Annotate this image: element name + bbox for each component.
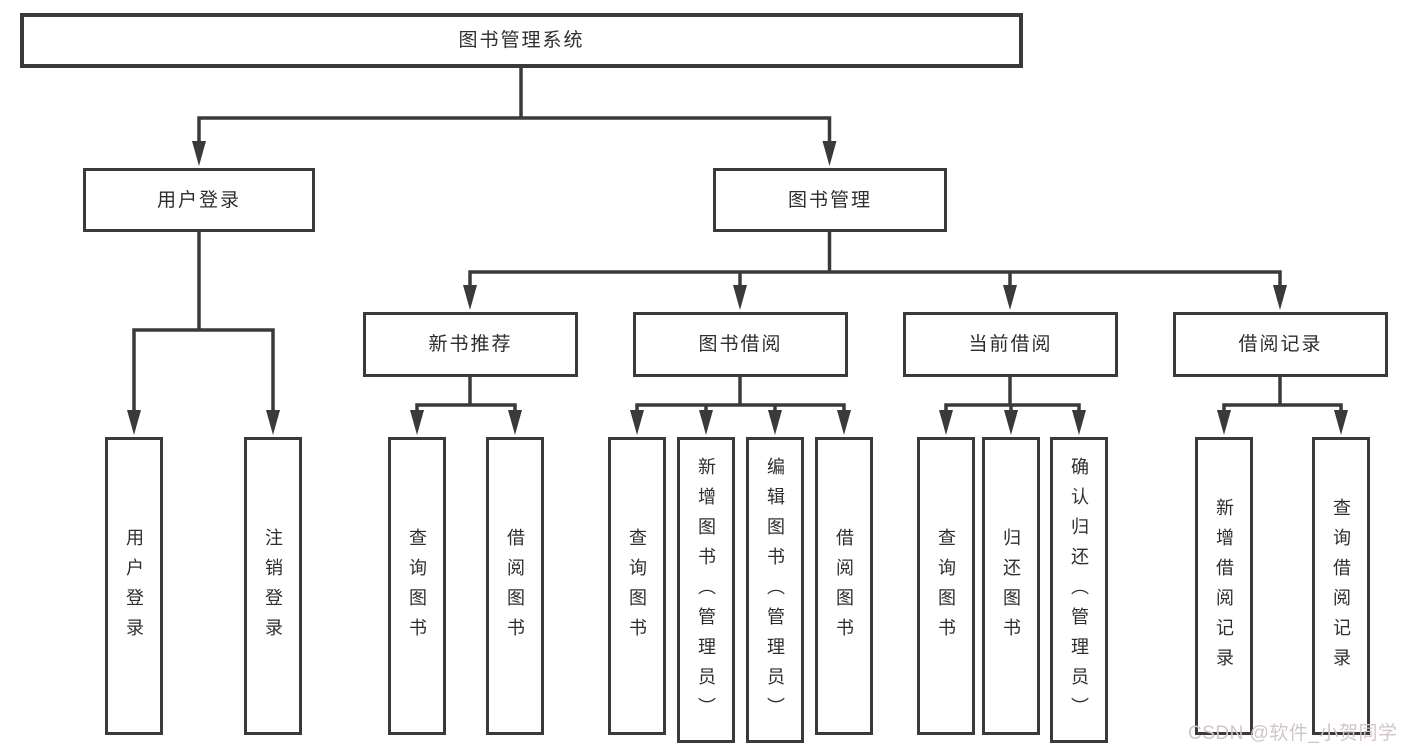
connector-bookmgmt-to-level2 [463,232,1287,310]
leaf-current-confirm-return-admin: 确认归还（管理员） [1050,437,1108,743]
node-new-book-recommendation: 新书推荐 [363,312,578,377]
csdn-watermark: CSDN @软件_小贺同学 [1188,723,1398,744]
leaf-borrowing-query-books: 查询图书 [608,437,666,735]
node-current-borrowing: 当前借阅 [903,312,1118,377]
connector-newbook-to-leaves [410,377,522,435]
node-book-borrowing: 图书借阅 [633,312,848,377]
leaf-borrowing-add-books-admin: 新增图书（管理员） [677,437,735,743]
connector-currentborrow-to-leaves [939,377,1086,435]
node-borrowing-records: 借阅记录 [1173,312,1388,377]
leaf-logout: 注销登录 [244,437,302,735]
leaf-records-query-borrow-record: 查询借阅记录 [1312,437,1370,735]
leaf-current-return-books: 归还图书 [982,437,1040,735]
leaf-recommend-borrow-books: 借阅图书 [486,437,544,735]
leaf-borrowing-edit-books-admin: 编辑图书（管理员） [746,437,804,743]
node-book-management: 图书管理 [713,168,947,232]
connector-borrowrecords-to-leaves [1217,377,1348,435]
connector-bookborrow-to-leaves [630,377,851,435]
node-user-login: 用户登录 [83,168,315,232]
leaf-current-query-books: 查询图书 [917,437,975,735]
leaf-user-login: 用户登录 [105,437,163,735]
leaf-records-add-borrow-record: 新增借阅记录 [1195,437,1253,735]
leaf-borrowing-borrow-books: 借阅图书 [815,437,873,735]
connector-userlogin-to-leaves [127,232,280,435]
connector-root-to-level1 [192,68,837,166]
node-library-management-system: 图书管理系统 [20,13,1023,68]
leaf-recommend-query-books: 查询图书 [388,437,446,735]
